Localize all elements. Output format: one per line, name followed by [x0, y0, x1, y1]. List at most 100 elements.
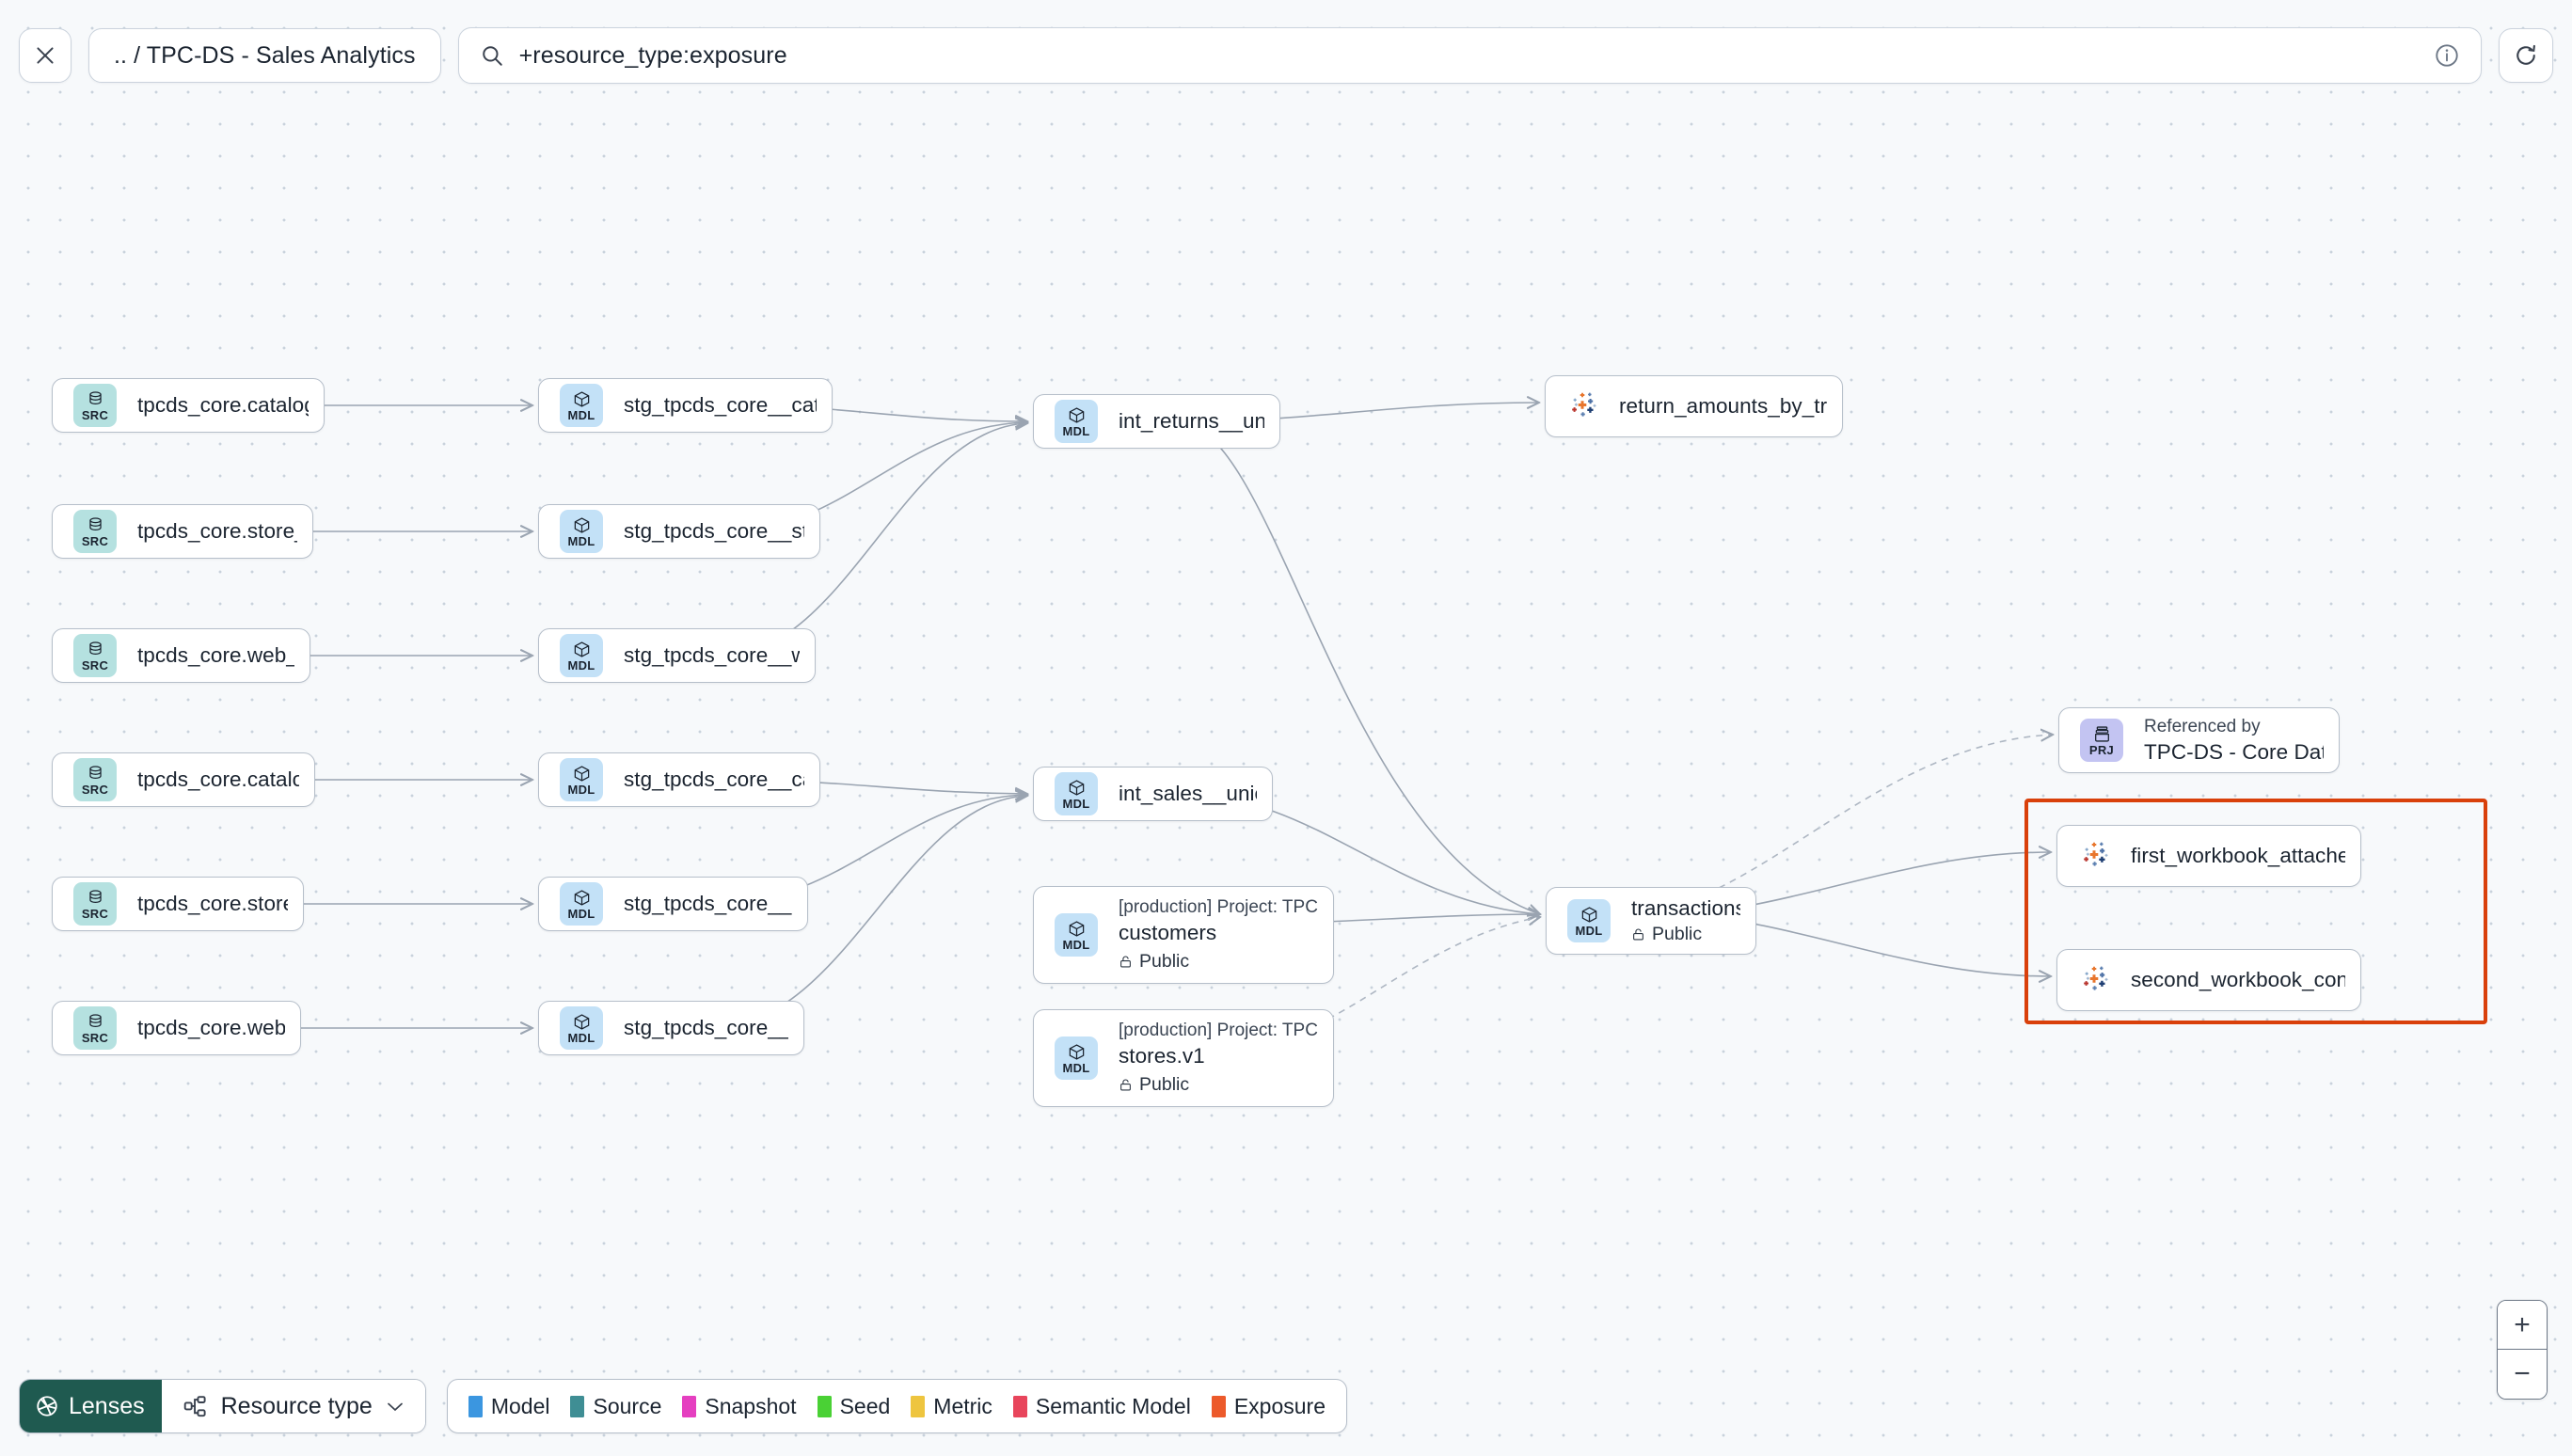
legend-item-semantic-model[interactable]: Semantic Model	[1012, 1394, 1191, 1419]
src-glyph-icon	[87, 516, 104, 534]
search-bar[interactable]: +resource_type:exposure	[457, 27, 2482, 84]
visibility-label: Public	[1139, 1074, 1190, 1095]
graph-node-int_returns_unioned[interactable]: MDL int_returns__unioned	[1033, 394, 1280, 449]
legend-label: Exposure	[1233, 1393, 1326, 1418]
resource-type-legend: Model Source Snapshot Seed Metric Semantic Mo…	[446, 1379, 1347, 1433]
info-circle-icon[interactable]	[2434, 42, 2460, 69]
node-title: tpcds_core.catalog_sales	[137, 768, 299, 791]
prj-badge: PRJ	[2080, 719, 2123, 762]
legend-label: Snapshot	[705, 1393, 797, 1418]
graph-node-customers[interactable]: MDL [production] Project: TPC-DS - Core …	[1033, 886, 1334, 984]
node-title: tpcds_core.store_sales	[137, 892, 288, 915]
src-glyph-icon	[87, 641, 104, 658]
lenses-button[interactable]: Lenses	[20, 1380, 162, 1432]
legend-item-snapshot[interactable]: Snapshot	[682, 1393, 797, 1419]
refresh-button[interactable]	[2499, 28, 2553, 83]
legend-item-seed[interactable]: Seed	[817, 1393, 891, 1419]
graph-node-first_workbook[interactable]: first_workbook_attached_to_tpc-ds_-_…	[2056, 825, 2361, 887]
legend-label: Model	[490, 1393, 550, 1418]
legend-label: Metric	[933, 1393, 992, 1418]
legend-swatch	[682, 1395, 697, 1417]
mdl-badge: MDL	[1055, 400, 1098, 443]
mdl-badge-label: MDL	[1062, 796, 1090, 811]
graph-node-stg_store_sales[interactable]: MDL stg_tpcds_core__store_sales	[538, 877, 808, 931]
node-title: int_returns__unioned	[1119, 409, 1264, 433]
mdl-glyph-icon	[573, 516, 591, 534]
graph-node-src_store_returns[interactable]: SRC tpcds_core.store_returns	[52, 504, 313, 559]
mdl-badge-label: MDL	[567, 657, 595, 673]
graph-node-return_amounts[interactable]: return_amounts_by_transaction_type	[1545, 375, 1843, 437]
aperture-icon	[37, 1396, 57, 1416]
node-title: tpcds_core.store_returns	[137, 519, 297, 543]
node-title: stg_tpcds_core__web_returns	[624, 643, 800, 667]
node-project-label: [production] Project: TPC-DS - Core Data…	[1119, 1021, 1318, 1040]
mdl-glyph-icon	[573, 390, 591, 408]
graph-node-src_web_returns[interactable]: SRC tpcds_core.web_returns	[52, 628, 310, 683]
visibility-badge: Public	[1119, 1074, 1318, 1096]
mdl-glyph-icon	[1068, 406, 1086, 424]
node-title: stg_tpcds_core__store_sales	[624, 892, 792, 915]
tableau-icon	[1572, 392, 1596, 417]
node-title: stg_tpcds_core__web_sales	[624, 1016, 788, 1039]
visibility-badge: Public	[1631, 924, 1740, 945]
legend-item-source[interactable]: Source	[570, 1394, 661, 1419]
mdl-badge-label: MDL	[567, 782, 595, 797]
breadcrumb[interactable]: .. / TPC-DS - Sales Analytics	[88, 28, 441, 83]
legend-label: Seed	[839, 1393, 891, 1418]
graph-node-stg_catalog_returns[interactable]: MDL stg_tpcds_core__catalog_returns	[538, 378, 833, 433]
node-reference-label: Referenced by	[2144, 716, 2261, 736]
prj-glyph-icon	[2093, 725, 2111, 743]
src-badge: SRC	[73, 510, 117, 553]
legend-label: Source	[593, 1393, 662, 1418]
mdl-badge: MDL	[1055, 772, 1098, 815]
graph-node-src_store_sales[interactable]: SRC tpcds_core.store_sales	[52, 877, 304, 931]
tableau-icon	[2084, 842, 2108, 866]
resource-type-label: Resource type	[220, 1392, 373, 1419]
resource-type-dropdown[interactable]: Resource type	[161, 1380, 425, 1432]
mdl-badge-label: MDL	[1062, 1060, 1090, 1075]
zoom-out-button[interactable]: −	[2498, 1350, 2547, 1399]
node-title: transactions	[1631, 896, 1740, 920]
graph-node-referenced_by_project[interactable]: PRJ Referenced by TPC-DS - Core Data Mod…	[2058, 707, 2340, 773]
src-glyph-icon	[87, 1013, 104, 1031]
src-badge-label: SRC	[81, 533, 109, 548]
graph-node-second_workbook[interactable]: second_workbook_connected_to_live…	[2056, 949, 2361, 1011]
src-badge-label: SRC	[81, 906, 109, 921]
search-input[interactable]: +resource_type:exposure	[518, 41, 787, 69]
mdl-glyph-icon	[573, 641, 591, 658]
mdl-badge-label: MDL	[567, 906, 595, 921]
refresh-icon	[2516, 44, 2535, 65]
mdl-glyph-icon	[1068, 920, 1086, 938]
src-badge-label: SRC	[81, 1030, 109, 1045]
graph-node-stg_web_returns[interactable]: MDL stg_tpcds_core__web_returns	[538, 628, 816, 683]
hierarchy-icon	[183, 1395, 206, 1416]
node-title: stg_tpcds_core__store_returns	[624, 519, 804, 543]
node-title: customers	[1119, 921, 1217, 944]
graph-node-stg_catalog_sales[interactable]: MDL stg_tpcds_core__catalog_sales	[538, 752, 820, 807]
src-badge: SRC	[73, 634, 117, 677]
node-project-label: [production] Project: TPC-DS - Core Data…	[1119, 897, 1318, 917]
close-button[interactable]	[19, 28, 71, 83]
graph-node-stores_v1[interactable]: MDL [production] Project: TPC-DS - Core …	[1033, 1009, 1334, 1107]
node-title: tpcds_core.web_returns	[137, 643, 294, 667]
src-badge: SRC	[73, 384, 117, 427]
mdl-glyph-icon	[573, 889, 591, 907]
legend-item-exposure[interactable]: Exposure	[1211, 1393, 1326, 1419]
mdl-badge-label: MDL	[1062, 423, 1090, 438]
mdl-badge-label: MDL	[1575, 923, 1603, 938]
node-title: stg_tpcds_core__catalog_sales	[624, 768, 804, 791]
mdl-badge-label: MDL	[567, 407, 595, 422]
legend-item-model[interactable]: Model	[468, 1393, 550, 1419]
node-title: stg_tpcds_core__catalog_returns	[624, 393, 817, 417]
legend-item-metric[interactable]: Metric	[911, 1394, 992, 1419]
zoom-in-button[interactable]: +	[2498, 1301, 2547, 1350]
legend-swatch	[911, 1395, 926, 1417]
